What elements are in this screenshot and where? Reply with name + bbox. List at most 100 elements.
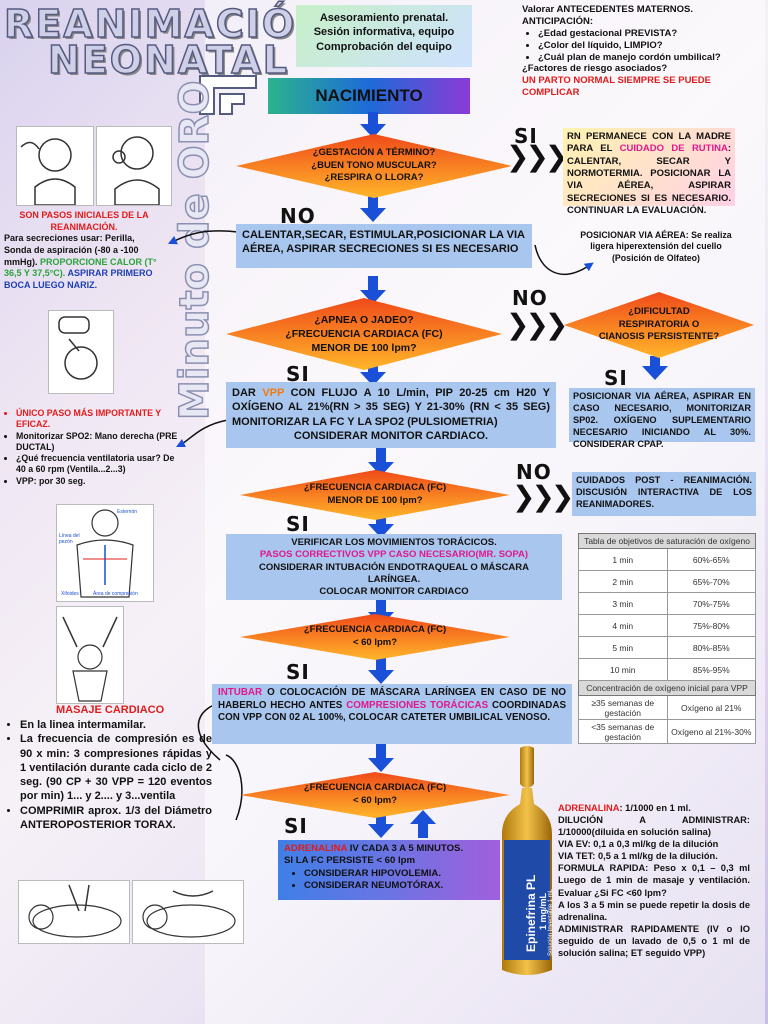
decision-q2: ¿APNEA O JADEO? ¿FRECUENCIA CARDIACA (FC… bbox=[226, 298, 502, 370]
q4-line: < 60 lpm? bbox=[352, 637, 398, 648]
routine-highlight: CUIDADO DE RUTINA bbox=[619, 143, 728, 155]
prenatal-box: Asesoramiento prenatal. Sesión informati… bbox=[296, 5, 472, 67]
adrenalina-info: ADRENALINA: 1/1000 en 1 ml. DILUCIÓN A A… bbox=[558, 802, 750, 959]
adrenalina-info-title: ADRENALINA bbox=[558, 803, 620, 813]
antecedentes-item4: ¿Factores de riesgo asociados? bbox=[522, 63, 668, 75]
label-si: SI bbox=[284, 814, 308, 838]
vpp-note-item: VPP: por 30 seg. bbox=[16, 476, 180, 487]
antecedentes-warning: UN PARTO NORMAL SIEMPRE SE PUEDE COMPLIC… bbox=[522, 75, 711, 99]
antecedentes-item: ¿Cuál plan de manejo cordón umbilical? bbox=[538, 52, 768, 64]
mask-illustration bbox=[48, 310, 114, 394]
initial-notes-t1: Para secreciones usar: Perilla, Sonda de… bbox=[4, 233, 139, 267]
label-si: SI bbox=[286, 512, 310, 536]
q1-line: ¿RESPIRA O LLORA? bbox=[324, 172, 424, 184]
ampoule-brand: Epinefrina PL bbox=[524, 874, 538, 952]
antecedentes-item: ¿Color del líquido, LIMPIO? bbox=[538, 40, 768, 52]
masaje-item: COMPRIMIR aprox. 1/3 del Diámetro ANTERO… bbox=[20, 804, 212, 833]
adrenalina-info-p: DILUCIÓN A ADMINISTRAR: 1/10000(diluida … bbox=[558, 815, 750, 838]
q4-line: ¿FRECUENCIA CARDIACA (FC) bbox=[303, 624, 447, 636]
antecedentes-header1: Valorar ANTECEDENTES MATERNOS. bbox=[522, 4, 694, 15]
masaje-title: MASAJE CARDIACO bbox=[56, 704, 165, 716]
decision-q5: ¿FRECUENCIA CARDIACA (FC) < 60 lpm? bbox=[240, 772, 510, 818]
routine-care-box: RN PERMANECE CON LA MADRE PARA EL CUIDAD… bbox=[563, 128, 735, 216]
baby-illustration-1 bbox=[16, 126, 94, 206]
chevrons-icon: ❯❯❯ bbox=[506, 140, 568, 173]
adrenalina-info-p: ADMINISTRAR RAPIDAMENTE (IV o IO seguido… bbox=[558, 923, 750, 958]
intubar-text-d: COORDINADAS CON VPP CON 02 AL 100%, COLO… bbox=[218, 699, 566, 724]
sat-table-title2: Concentración de oxígeno inicial para VP… bbox=[578, 680, 756, 696]
intubar-text-b: O COLOCACIÓN DE MÁSCARA LARÍNGEA EN CASO… bbox=[218, 687, 566, 711]
vpp-note-item: ¿Qué frecuencia ventilatoria usar? De 40… bbox=[16, 453, 180, 476]
prenatal-line2: Sesión informativa, equipo bbox=[313, 26, 455, 39]
compresiones-highlight: COMPRESIONES TORÁCICAS bbox=[346, 699, 489, 711]
verify-box: VERIFICAR LOS MOVIMIENTOS TORÁCICOS. PAS… bbox=[226, 534, 562, 600]
chest-illustration: Esternón Línea del pezón Xifoides Área d… bbox=[56, 504, 154, 602]
saturation-table: Tabla de objetivos de saturación de oxíg… bbox=[578, 533, 756, 744]
label-si: SI bbox=[286, 660, 310, 684]
sat-table-title: Tabla de objetivos de saturación de oxíg… bbox=[578, 533, 756, 549]
routine-text1: RN PERMANECE CON LA MADRE PARA EL bbox=[567, 131, 731, 155]
verify-l3: CONSIDERAR INTUBACIÓN ENDOTRAQUEAL O MÁS… bbox=[258, 561, 530, 586]
decision-q1: ¿GESTACIÓN A TÉRMINO? ¿BUEN TONO MUSCULA… bbox=[236, 134, 512, 198]
logo-shape-icon bbox=[199, 75, 257, 115]
adrenalina-info-p: A los 3 a 5 min se puede repetir la dosi… bbox=[558, 899, 750, 922]
masaje-item: La frecuencia de compresión es de 90 x m… bbox=[20, 732, 212, 803]
prenatal-line1: Asesoramiento prenatal. bbox=[319, 12, 449, 24]
sat-cell: Oxígeno al 21%-30% bbox=[666, 719, 756, 744]
q3-line: ¿FRECUENCIA CARDIACA (FC) bbox=[303, 482, 447, 494]
nacimiento-box: NACIMIENTO bbox=[268, 78, 470, 114]
verify-l2: PASOS CORRECTIVOS VPP CASO NECESARIO(MR.… bbox=[259, 549, 529, 561]
intubar-box: INTUBAR O COLOCACIÓN DE MÁSCARA LARÍNGEA… bbox=[212, 684, 572, 744]
sat-cell: 3 min bbox=[578, 592, 668, 615]
vpp-note-item: Monitorizar SPO2: Mano derecha (PRE DUCT… bbox=[16, 431, 180, 454]
masaje-list: En la linea intermamilar. La frecuencia … bbox=[6, 718, 212, 832]
initial-notes-t3: ASPIRAR PRIMERO BOCA LUEGO NARIZ. bbox=[4, 268, 153, 291]
adrenalina-text-c: SI LA FC PERSISTE < 60 lpm bbox=[284, 855, 416, 867]
decision-dificultad: ¿DIFICULTAD RESPIRATORIA O CIANOSIS PERS… bbox=[564, 292, 754, 358]
sat-cell: 60%-65% bbox=[666, 548, 756, 571]
vpp-note-item: ÚNICO PASO MÁS IMPORTANTE Y EFICAZ. bbox=[16, 408, 180, 431]
initial-notes: SON PASOS INICIALES DE LA REANIMACIÓN. P… bbox=[4, 210, 164, 292]
adrenalina-info-title-b: : 1/1000 en 1 ml. bbox=[619, 803, 691, 813]
dif-line: RESPIRATORIA O bbox=[618, 318, 700, 330]
initial-notes-t2: PROPORCIONE CALOR (T° 36,5 Y 37,5°C). bbox=[4, 256, 157, 279]
epinefrina-ampoule: Epinefrina PL 1 mg/mL Solución Inyectabl… bbox=[500, 744, 554, 980]
sat-cell: 65%-70% bbox=[666, 570, 756, 593]
sat-cell: <35 semanas de gestación bbox=[578, 719, 668, 744]
q2-line: ¿FRECUENCIA CARDIACA (FC) bbox=[285, 327, 443, 340]
q1-line: ¿GESTACIÓN A TÉRMINO? bbox=[312, 146, 436, 158]
illus-label-esternon: Esternón bbox=[117, 509, 138, 515]
decision-q4: ¿FRECUENCIA CARDIACA (FC) < 60 lpm? bbox=[240, 614, 510, 660]
decision-q3: ¿FRECUENCIA CARDIACA (FC) MENOR DE 100 l… bbox=[240, 470, 510, 520]
initial-notes-title: SON PASOS INICIALES DE LA REANIMACIÓN. bbox=[19, 210, 149, 232]
antecedentes-header2: ANTICIPACIÓN: bbox=[522, 15, 594, 27]
vpp-notes: ÚNICO PASO MÁS IMPORTANTE Y EFICAZ. Moni… bbox=[2, 408, 180, 487]
hands-illustration-1 bbox=[18, 880, 130, 944]
label-no: NO bbox=[512, 286, 548, 310]
vpp-text-c: CONSIDERAR MONITOR CARDIACO. bbox=[293, 429, 489, 442]
sat-cell: 1 min bbox=[578, 548, 668, 571]
adrenalina-highlight: ADRENALINA bbox=[284, 843, 348, 854]
verify-l1: VERIFICAR LOS MOVIMIENTOS TORÁCICOS. bbox=[291, 537, 497, 548]
vpp-text-a: DAR bbox=[232, 387, 263, 399]
q3-line: MENOR DE 100 lpm? bbox=[327, 495, 423, 506]
adrenalina-box: ADRENALINA IV CADA 3 A 5 MINUTOS. SI LA … bbox=[278, 840, 500, 900]
sat-cell: 75%-80% bbox=[666, 614, 756, 637]
q1-line: ¿BUEN TONO MUSCULAR? bbox=[311, 159, 437, 171]
sat-cell: 80%-85% bbox=[666, 636, 756, 659]
chevrons-icon: ❯❯❯ bbox=[506, 308, 568, 341]
vpp-box: DAR VPP CON FLUJO A 10 L/min, PIP 20-25 … bbox=[226, 382, 556, 448]
title-line1: REANIMACIÓN bbox=[3, 1, 330, 47]
adrenalina-text-b: IV CADA 3 A 5 MINUTOS. bbox=[347, 843, 464, 854]
prenatal-line3: Comprobación del equipo bbox=[316, 40, 452, 53]
initial-steps-box: CALENTAR,SECAR, ESTIMULAR,POSICIONAR LA … bbox=[236, 224, 532, 268]
illus-label-linea: Línea del pezón bbox=[59, 533, 80, 545]
airway-note: POSICIONAR VIA AÉREA: Se realiza ligera … bbox=[580, 230, 732, 263]
intubar-highlight: INTUBAR bbox=[218, 687, 263, 698]
hands-illustration-2 bbox=[132, 880, 244, 944]
masaje-item: En la linea intermamilar. bbox=[20, 718, 212, 732]
sat-cell: Oxígeno al 21% bbox=[666, 695, 756, 720]
label-si: SI bbox=[286, 362, 310, 386]
antecedentes-block: Valorar ANTECEDENTES MATERNOS. ANTICIPAC… bbox=[522, 4, 768, 99]
